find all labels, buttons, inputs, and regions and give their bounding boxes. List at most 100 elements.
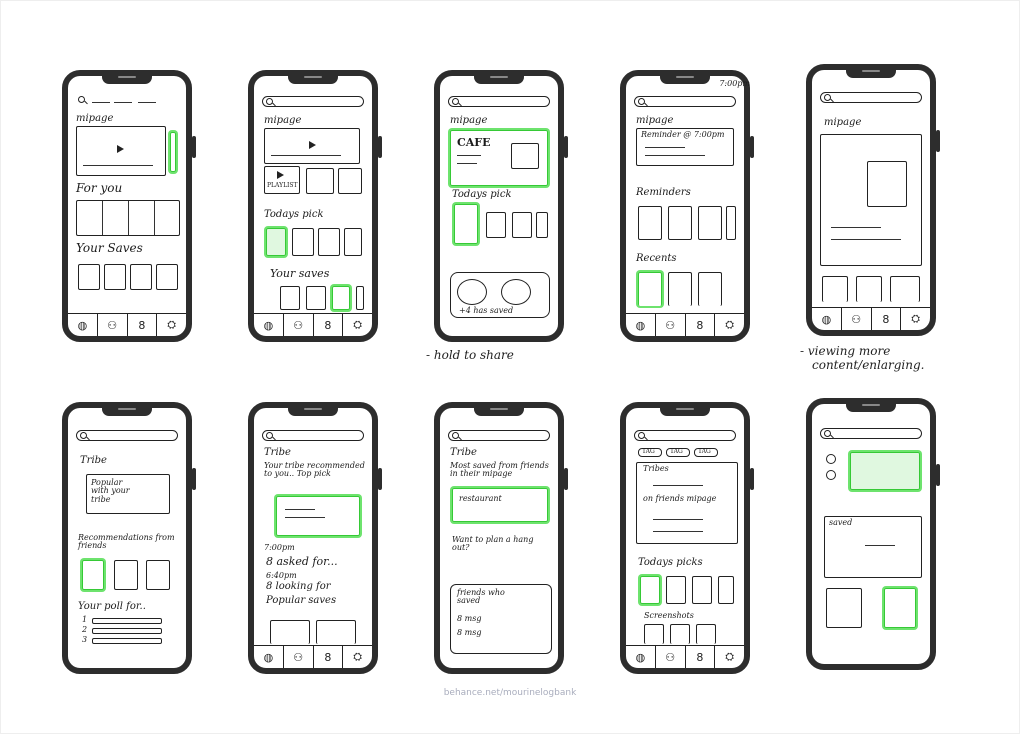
tag-chip[interactable]: TAG: [694, 448, 718, 457]
save-tile-highlighted[interactable]: [332, 286, 350, 310]
poll-option[interactable]: [92, 638, 162, 644]
screenshot-tile[interactable]: [644, 624, 664, 644]
nav-globe-icon[interactable]: ◍: [254, 646, 284, 668]
nav-person-icon[interactable]: 8: [686, 314, 716, 336]
nav-profile-icon[interactable]: ⛭: [725, 318, 735, 331]
nav-people-icon[interactable]: ⚇: [98, 314, 128, 336]
nav-people-icon[interactable]: ⚇: [284, 646, 314, 668]
rec-tile[interactable]: [114, 560, 138, 590]
nav-person-icon[interactable]: 8: [314, 314, 344, 336]
save-tile[interactable]: [316, 620, 356, 644]
save-tile[interactable]: [280, 286, 300, 310]
nav-globe-icon[interactable]: ◍: [626, 314, 656, 336]
pick-tile[interactable]: [512, 212, 532, 238]
search-bar[interactable]: [262, 430, 364, 441]
for-you-carousel[interactable]: [76, 200, 180, 236]
pick-tile[interactable]: [718, 576, 734, 604]
saved-tile[interactable]: [826, 588, 862, 628]
content-tile[interactable]: [306, 168, 334, 194]
video-player[interactable]: [76, 126, 166, 176]
playlist-tile[interactable]: PLAYLIST: [264, 166, 300, 194]
nav-globe-icon[interactable]: ◍: [254, 314, 284, 336]
recent-tile[interactable]: [668, 272, 692, 306]
enlarged-content-card[interactable]: [820, 134, 922, 266]
rec-tile-highlighted[interactable]: [82, 560, 104, 590]
back-icon[interactable]: [826, 454, 836, 464]
reminder-tile[interactable]: [638, 206, 662, 240]
friend-avatar-icon[interactable]: [501, 279, 531, 305]
rec-tile[interactable]: [146, 560, 170, 590]
hangout-prompt[interactable]: Want to plan a hang out?: [452, 535, 534, 553]
tag-chip[interactable]: TAG: [638, 448, 662, 457]
nav-globe-icon[interactable]: ◍: [68, 314, 98, 336]
highlight-card[interactable]: [850, 452, 920, 490]
nav-profile-icon[interactable]: ⛭: [725, 650, 735, 663]
pick-tile[interactable]: [486, 212, 506, 238]
friend-msg-item[interactable]: 8 msg: [457, 614, 482, 623]
reminder-tile[interactable]: [698, 206, 722, 240]
recent-tile-highlighted[interactable]: [638, 272, 662, 306]
nav-profile-icon[interactable]: ⛭: [167, 318, 177, 331]
content-tile[interactable]: [338, 168, 362, 194]
asked-for-item[interactable]: 8 asked for...: [266, 555, 338, 568]
content-tile[interactable]: [890, 276, 920, 302]
reminder-tile[interactable]: [668, 206, 692, 240]
pick-tile[interactable]: [692, 576, 712, 604]
nav-people-icon[interactable]: ⚇: [284, 314, 314, 336]
save-tile[interactable]: [104, 264, 126, 290]
search-bar[interactable]: [448, 430, 550, 441]
nav-people-icon[interactable]: ⚇: [842, 308, 872, 330]
tag-chip[interactable]: TAG: [666, 448, 690, 457]
nav-profile-icon[interactable]: ⛭: [353, 318, 363, 331]
save-tile[interactable]: [130, 264, 152, 290]
poll-option[interactable]: [92, 618, 162, 624]
pick-tile[interactable]: [292, 228, 314, 256]
screenshot-tile[interactable]: [696, 624, 716, 644]
content-tile[interactable]: [822, 276, 848, 302]
popular-card[interactable]: Popular with your tribe: [86, 474, 170, 514]
nav-globe-icon[interactable]: ◍: [812, 308, 842, 330]
save-tile[interactable]: [156, 264, 178, 290]
content-tile[interactable]: [856, 276, 882, 302]
poll-option[interactable]: [92, 628, 162, 634]
pick-tile[interactable]: [536, 212, 548, 238]
friend-msg-item[interactable]: 8 msg: [457, 628, 482, 637]
share-panel[interactable]: +4 has saved: [450, 272, 550, 318]
pick-tile-highlighted[interactable]: [640, 576, 660, 604]
avatar-icon[interactable]: [826, 470, 836, 480]
video-player[interactable]: [264, 128, 360, 164]
pick-tile[interactable]: [318, 228, 340, 256]
pick-tile[interactable]: [344, 228, 362, 256]
save-tile[interactable]: [356, 286, 364, 310]
search-bar[interactable]: [820, 428, 922, 439]
nav-people-icon[interactable]: ⚇: [656, 646, 686, 668]
search-bar[interactable]: [76, 430, 178, 441]
nav-person-icon[interactable]: 8: [314, 646, 344, 668]
search-bar[interactable]: [262, 96, 364, 107]
search-bar[interactable]: [76, 96, 176, 106]
nav-person-icon[interactable]: 8: [872, 308, 902, 330]
search-bar[interactable]: [634, 96, 736, 107]
friend-avatar-icon[interactable]: [457, 279, 487, 305]
saved-tile-highlighted[interactable]: [884, 588, 916, 628]
looking-for-item[interactable]: 8 looking for: [266, 581, 331, 592]
nav-globe-icon[interactable]: ◍: [626, 646, 656, 668]
save-tile[interactable]: [78, 264, 100, 290]
screenshot-tile[interactable]: [670, 624, 690, 644]
nav-profile-icon[interactable]: ⛭: [911, 312, 921, 325]
recent-tile[interactable]: [698, 272, 722, 306]
top-pick-card[interactable]: [276, 496, 360, 536]
pick-tile-highlighted[interactable]: [454, 204, 478, 244]
save-tile[interactable]: [270, 620, 310, 644]
nav-people-icon[interactable]: ⚇: [656, 314, 686, 336]
pick-tile-highlighted[interactable]: [266, 228, 286, 256]
nav-profile-icon[interactable]: ⛭: [353, 650, 363, 663]
save-tile[interactable]: [306, 286, 326, 310]
restaurant-card[interactable]: restaurant: [452, 488, 548, 522]
reminder-card[interactable]: Reminder @ 7:00pm: [636, 128, 734, 166]
nav-person-icon[interactable]: 8: [686, 646, 716, 668]
search-bar[interactable]: [634, 430, 736, 441]
nav-person-icon[interactable]: 8: [128, 314, 158, 336]
reminder-tile[interactable]: [726, 206, 736, 240]
pick-tile[interactable]: [666, 576, 686, 604]
